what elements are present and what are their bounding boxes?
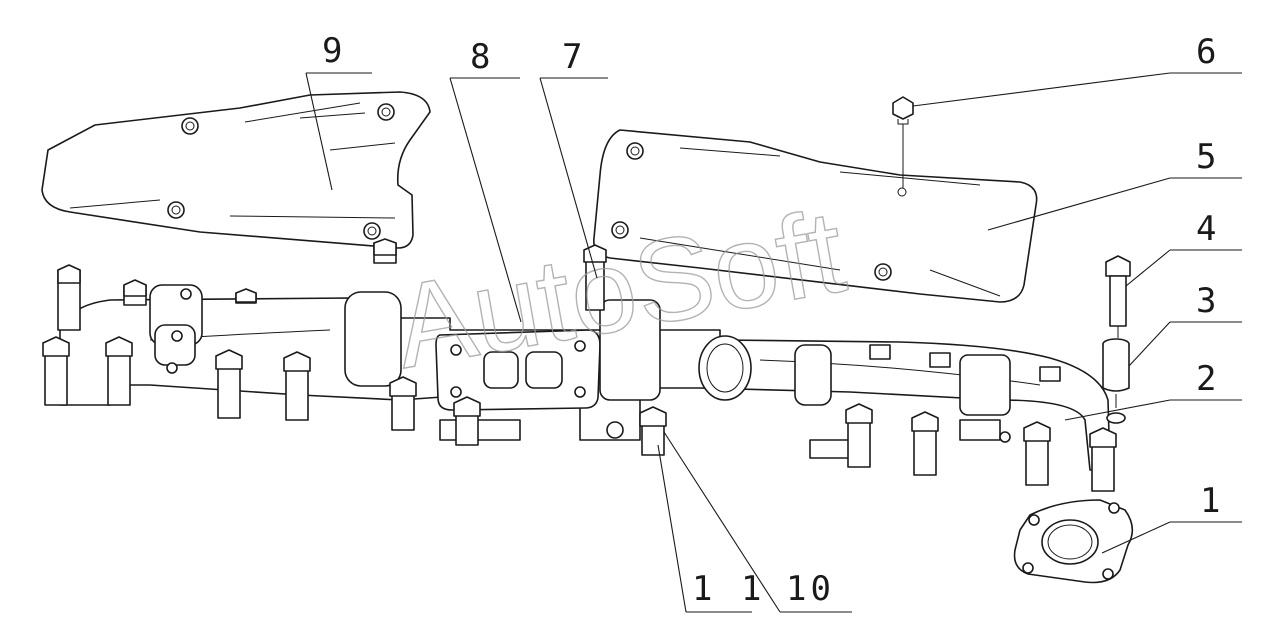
callout-7: 7 [562,37,586,77]
callout-2: 2 [1196,359,1220,399]
callout-11: 1 1 [692,569,765,609]
manifold-bolts [42,238,1117,492]
shield-bolt [892,96,914,188]
callout-9: 9 [322,31,346,71]
callout-4: 4 [1196,209,1220,249]
gasket [1013,499,1134,584]
heat-shield-right [593,129,1038,303]
callout-labels: 1 2 3 4 5 6 7 8 9 10 1 1 [322,31,1224,609]
callout-8: 8 [470,37,494,77]
spacer-sleeve [1102,338,1130,424]
callout-6: 6 [1196,32,1220,72]
callout-5: 5 [1196,137,1220,177]
leader-lines [305,72,1242,613]
callout-10: 10 [786,569,835,609]
exhaust-manifold [42,238,1117,492]
callout-3: 3 [1196,281,1220,321]
callout-1: 1 [1200,481,1224,521]
long-bolt [1105,255,1131,338]
heat-shield-left [41,91,431,249]
